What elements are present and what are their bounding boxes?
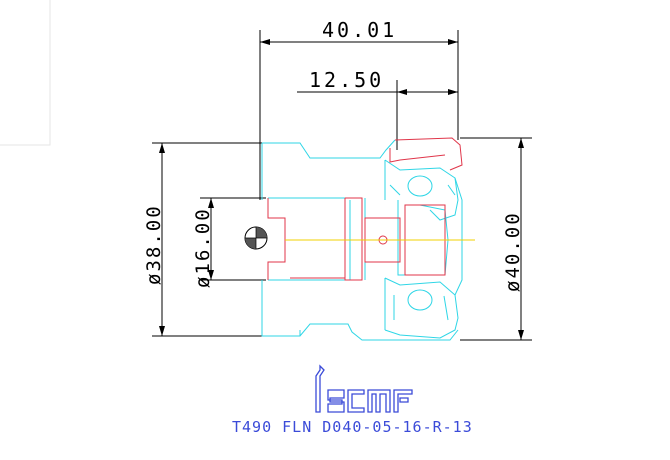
insert-length-label: 12.50 [309,68,384,92]
dimension-overall-length: 40.01 [259,18,459,200]
bore-diameter-label: ø16.00 [192,207,214,288]
cutting-diameter-label: ø40.00 [502,211,524,292]
iscar-logo-icon [315,364,413,413]
tool-body [261,139,463,341]
dimension-cutting-diameter: ø40.00 [460,137,532,341]
overall-length-label: 40.01 [322,18,397,42]
center-mark-icon [244,226,268,250]
dimension-bore-diameter: ø16.00 [192,197,266,288]
dimension-shank-diameter: ø38.00 [143,142,262,337]
tool-designation: T490 FLN D040-05-16-R-13 [232,418,473,436]
shank-diameter-label: ø38.00 [143,204,165,285]
frame-corner [0,0,51,146]
dimension-insert-length: 12.50 [297,68,458,150]
